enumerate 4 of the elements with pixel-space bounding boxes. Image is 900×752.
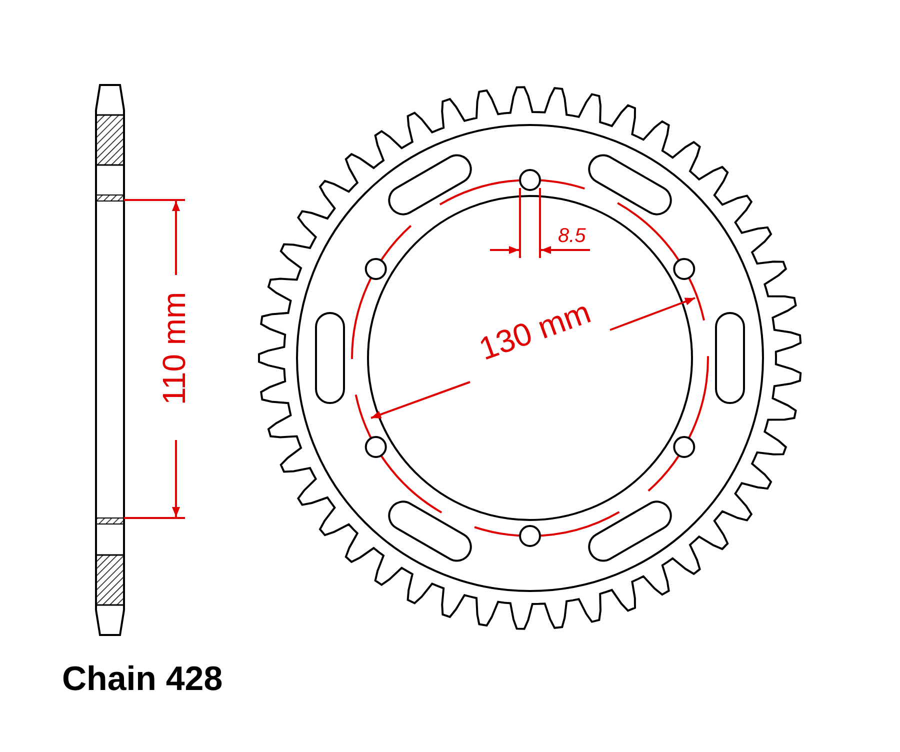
dimension-label: 8.5	[558, 226, 586, 246]
chain-label: Chain 428	[62, 662, 223, 696]
dimension-label: 130 mm	[475, 295, 595, 366]
dimension-label: 110 mm	[158, 292, 190, 405]
